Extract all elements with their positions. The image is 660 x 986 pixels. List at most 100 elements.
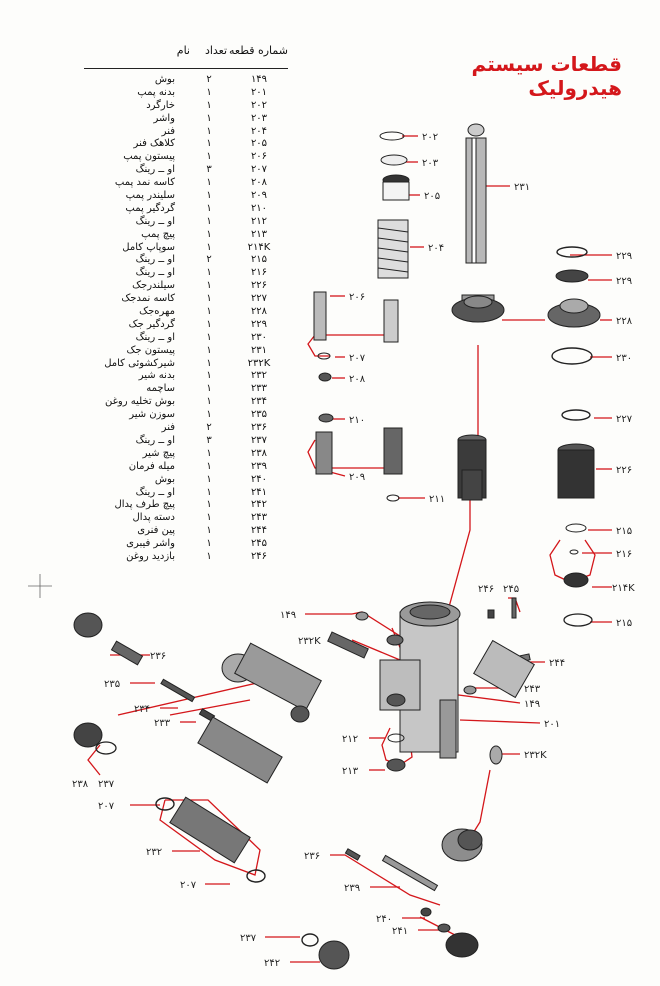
part-name: واشر bbox=[153, 112, 175, 124]
part-name: او ــ رینگ bbox=[135, 215, 175, 227]
part-name: بوش bbox=[154, 473, 175, 485]
part-number: ۲۰۴ bbox=[250, 125, 268, 137]
part-number: ۲۳۹ bbox=[250, 460, 268, 472]
part-quantity: ۱ bbox=[206, 86, 212, 98]
part-quantity: ۱ bbox=[206, 177, 212, 189]
part-name: بدنه پمپ bbox=[137, 86, 175, 98]
part-number: ۲۰۱ bbox=[250, 86, 268, 98]
part-number: ۲۳۸ bbox=[250, 447, 268, 459]
part-quantity: ۱ bbox=[206, 550, 212, 562]
part-number: ۲۳۲K bbox=[247, 357, 271, 369]
part-name: کلاهک فنر bbox=[133, 138, 175, 150]
part-number: ۲۱۲ bbox=[250, 215, 268, 227]
part-quantity: ۱ bbox=[206, 409, 212, 421]
jack-piston-231 bbox=[451, 123, 505, 323]
part-quantity: ۳ bbox=[206, 164, 212, 176]
callout-214k: ۲۱۴K bbox=[612, 583, 635, 594]
part-name: خارگرد bbox=[146, 99, 175, 111]
part-number: ۲۴۱ bbox=[250, 486, 268, 498]
table-row: بدنه پمپ ۱ ۲۰۱ bbox=[84, 87, 288, 100]
part-name: او ــ رینگ bbox=[135, 434, 175, 446]
part-quantity: ۱ bbox=[206, 396, 212, 408]
callout-211: ۲۱۱ bbox=[429, 494, 445, 505]
table-row: او ــ رینگ ۱ ۲۱۲ bbox=[84, 216, 288, 229]
callout-235: ۲۳۵ bbox=[104, 679, 120, 690]
part-number: ۲۳۴ bbox=[250, 396, 268, 408]
callout-149b: ۱۴۹ bbox=[524, 699, 540, 710]
callout-228: ۲۲۸ bbox=[616, 316, 633, 327]
part-number: ۲۳۱ bbox=[250, 344, 268, 356]
table-row: پیچ پمپ ۱ ۲۱۳ bbox=[84, 229, 288, 242]
header-divider bbox=[84, 68, 288, 69]
part-name: فنر bbox=[161, 125, 175, 137]
callout-231: ۲۳۱ bbox=[514, 182, 530, 193]
part-number: ۲۱۳ bbox=[250, 228, 268, 240]
callout-209: ۲۰۹ bbox=[349, 472, 365, 483]
part-quantity: ۳ bbox=[206, 434, 212, 446]
callout-232ka: ۲۳۲K bbox=[298, 636, 321, 647]
callout-246: ۲۴۶ bbox=[478, 584, 494, 595]
part-number: ۲۴۳ bbox=[250, 512, 268, 524]
header-part-number: شماره قطعه bbox=[229, 44, 288, 57]
part-quantity: ۱ bbox=[206, 280, 212, 292]
callout-230: ۲۳۰ bbox=[616, 353, 632, 364]
part-quantity: ۱ bbox=[206, 331, 212, 343]
part-quantity: ۲ bbox=[206, 74, 212, 85]
pump-body-201 bbox=[379, 601, 461, 759]
callout-202: ۲۰۲ bbox=[422, 132, 438, 143]
callout-210: ۲۱۰ bbox=[349, 415, 365, 426]
part-quantity: ۱ bbox=[206, 306, 212, 318]
part-name: شیرکشوئی کامل bbox=[104, 357, 175, 369]
callout-241: ۲۴۱ bbox=[392, 926, 408, 937]
part-name: میله فرمان bbox=[128, 460, 175, 472]
part-quantity: ۱ bbox=[206, 447, 212, 459]
part-number: ۲۰۶ bbox=[250, 151, 268, 163]
callout-208: ۲۰۸ bbox=[349, 374, 366, 385]
part-quantity: ۱ bbox=[206, 241, 212, 253]
part-name: بوش bbox=[154, 74, 175, 85]
callout-206: ۲۰۶ bbox=[349, 292, 365, 303]
part-quantity: ۱ bbox=[206, 512, 212, 524]
part-name: بازدید روغن bbox=[126, 550, 175, 562]
header-quantity: تعداد bbox=[204, 44, 228, 57]
callout-232: ۲۳۲ bbox=[146, 847, 162, 858]
part-quantity: ۱ bbox=[206, 215, 212, 227]
part-number: ۲۰۷ bbox=[250, 164, 268, 176]
part-name: پیچ پمپ bbox=[141, 228, 175, 240]
part-number: ۲۰۵ bbox=[250, 138, 268, 150]
part-quantity: ۱ bbox=[206, 228, 212, 240]
part-number: ۲۳۲ bbox=[250, 370, 268, 382]
part-name: سوپاپ کامل bbox=[122, 241, 175, 253]
part-name: پیستون پمپ bbox=[123, 151, 175, 163]
callout-232kb: ۲۳۲K bbox=[524, 750, 547, 761]
part-name: دسته پدال bbox=[132, 512, 175, 524]
callout-215a: ۲۱۵ bbox=[616, 526, 632, 537]
callout-236a: ۲۳۶ bbox=[150, 651, 166, 662]
part-number: ۲۰۳ bbox=[250, 112, 268, 124]
part-name: او ــ رینگ bbox=[135, 331, 175, 343]
header-name: نام bbox=[176, 44, 190, 57]
part-name: ساچمه bbox=[146, 383, 175, 395]
part-name: پیستون جک bbox=[126, 344, 175, 356]
callout-207c: ۲۰۷ bbox=[180, 880, 197, 891]
callout-238: ۲۳۸ bbox=[72, 779, 89, 790]
part-name: کاسه نمدجک bbox=[121, 293, 175, 305]
part-number: ۲۱۵ bbox=[250, 254, 268, 266]
callout-229a: ۲۲۹ bbox=[616, 251, 632, 262]
